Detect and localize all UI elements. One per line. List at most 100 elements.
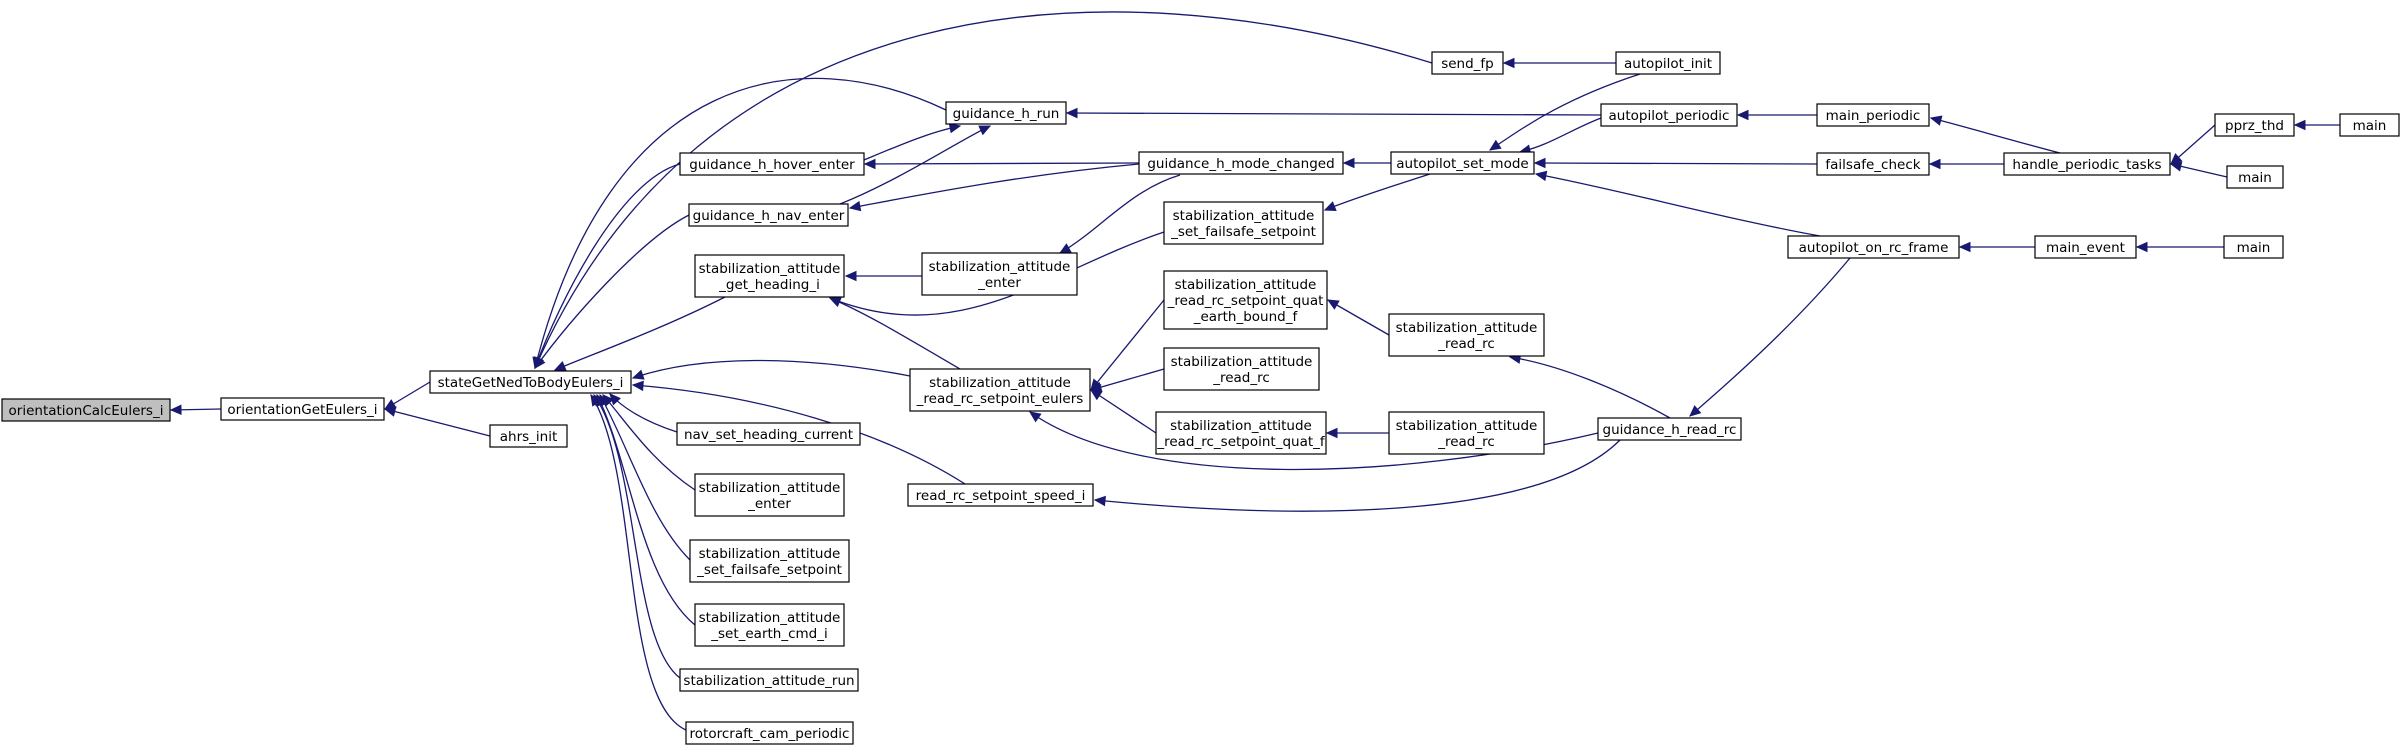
arrowhead bbox=[1029, 411, 1042, 423]
function-node-sa-read-rc-right-bottom[interactable]: stabilization_attitude_read_rc bbox=[1388, 411, 1545, 455]
edge-line bbox=[1535, 173, 1821, 237]
function-node-guidance-h-nav-enter[interactable]: guidance_h_nav_enter bbox=[688, 203, 849, 227]
node-box bbox=[2226, 165, 2284, 189]
function-node-read-rc-setpoint-speed-i[interactable]: read_rc_setpoint_speed_i bbox=[907, 483, 1094, 507]
edge-line bbox=[1489, 73, 1641, 151]
function-node-autopilot-periodic[interactable]: autopilot_periodic bbox=[1600, 103, 1738, 127]
node-label: handle_periodic_tasks bbox=[2012, 157, 2161, 173]
node-label: guidance_h_read_rc bbox=[1603, 422, 1737, 438]
function-node-orientationgeteulers-i[interactable]: orientationGetEulers_i bbox=[220, 397, 385, 421]
function-node-guidance-h-run[interactable]: guidance_h_run bbox=[945, 101, 1067, 125]
function-node-pprz-thd[interactable]: pprz_thd bbox=[2214, 113, 2295, 137]
node-label: _enter bbox=[977, 275, 1021, 291]
call-edge bbox=[1736, 109, 1817, 121]
call-edge bbox=[1689, 257, 1851, 417]
function-node-send-fp[interactable]: send_fp bbox=[1431, 51, 1504, 75]
node-label: autopilot_init bbox=[1624, 56, 1712, 72]
function-node-sa-set-failsafe-setpoint-mid[interactable]: stabilization_attitude_set_failsafe_setp… bbox=[1163, 201, 1324, 245]
node-box bbox=[1615, 51, 1721, 75]
function-node-sa-read-rc-setpoint-eulers[interactable]: stabilization_attitude_read_rc_setpoint_… bbox=[909, 368, 1091, 412]
arrowhead bbox=[631, 380, 644, 392]
node-label: _enter bbox=[747, 496, 791, 512]
function-node-orientationcalceulers-i[interactable]: orientationCalcEulers_i bbox=[1, 398, 171, 422]
node-box bbox=[688, 203, 849, 227]
function-node-rotorcraft-cam-periodic[interactable]: rotorcraft_cam_periodic bbox=[685, 721, 854, 745]
arrowhead bbox=[848, 200, 862, 212]
call-edge bbox=[553, 296, 726, 371]
function-node-sa-read-rc-setpoint-quat-f[interactable]: stabilization_attitude_read_rc_setpoint_… bbox=[1155, 411, 1327, 455]
node-box bbox=[921, 252, 1078, 296]
edge-line bbox=[590, 394, 687, 731]
edge-line bbox=[1059, 174, 1181, 254]
function-node-main-2[interactable]: main bbox=[2226, 165, 2284, 189]
node-box bbox=[685, 721, 854, 745]
function-node-main-1[interactable]: main bbox=[2339, 113, 2400, 137]
arrowhead bbox=[863, 158, 876, 170]
arrowhead bbox=[553, 361, 567, 371]
function-node-sa-read-rc-mid[interactable]: stabilization_attitude_read_rc bbox=[1163, 347, 1320, 391]
call-edge bbox=[1058, 174, 1181, 254]
function-node-sa-set-failsafe-setpoint-left[interactable]: stabilization_attitude_set_failsafe_setp… bbox=[689, 539, 850, 583]
node-label: orientationGetEulers_i bbox=[227, 402, 377, 418]
node-label: autopilot_periodic bbox=[1609, 108, 1730, 124]
node-label: guidance_h_run bbox=[953, 106, 1060, 122]
function-node-main-3[interactable]: main bbox=[2223, 235, 2284, 259]
node-label: guidance_h_nav_enter bbox=[693, 208, 845, 224]
function-node-main-event[interactable]: main_event bbox=[2034, 235, 2137, 259]
function-node-handle-periodic-tasks[interactable]: handle_periodic_tasks bbox=[2003, 152, 2171, 176]
function-node-sa-read-rc-right-top[interactable]: stabilization_attitude_read_rc bbox=[1388, 313, 1545, 357]
edge-line bbox=[602, 394, 696, 491]
function-node-autopilot-on-rc-frame[interactable]: autopilot_on_rc_frame bbox=[1787, 235, 1960, 259]
arrowhead bbox=[1488, 139, 1502, 151]
edge-line bbox=[829, 231, 1165, 316]
function-node-sa-enter-left[interactable]: stabilization_attitude_enter bbox=[694, 473, 845, 517]
function-node-main-periodic[interactable]: main_periodic bbox=[1816, 103, 1930, 127]
node-label: autopilot_on_rc_frame bbox=[1799, 240, 1949, 256]
arrowhead bbox=[1929, 115, 1943, 126]
call-edge bbox=[1518, 117, 1602, 155]
edge-line bbox=[1324, 173, 1431, 211]
call-edge bbox=[839, 125, 992, 205]
function-node-guidance-h-read-rc[interactable]: guidance_h_read_rc bbox=[1597, 417, 1742, 441]
function-node-sa-enter-mid[interactable]: stabilization_attitude_enter bbox=[921, 252, 1078, 296]
node-label: nav_set_heading_current bbox=[684, 427, 853, 443]
node-label: failsafe_check bbox=[1825, 157, 1920, 173]
call-edge bbox=[590, 393, 687, 731]
function-node-sa-set-earth-cmd-i[interactable]: stabilization_attitude_set_earth_cmd_i bbox=[694, 603, 845, 647]
function-node-sa-read-rc-setpoint-quat-earth-bound-f[interactable]: stabilization_attitude_read_rc_setpoint_… bbox=[1163, 270, 1328, 330]
node-label: ahrs_init bbox=[500, 429, 558, 445]
call-edge bbox=[1533, 157, 1818, 169]
node-label: read_rc_setpoint_speed_i bbox=[916, 488, 1086, 504]
function-node-autopilot-set-mode[interactable]: autopilot_set_mode bbox=[1390, 151, 1535, 175]
call-edge bbox=[828, 297, 961, 370]
function-node-guidance-h-mode-changed[interactable]: guidance_h_mode_changed bbox=[1138, 151, 1344, 175]
node-label: stabilization_attitude bbox=[699, 546, 841, 562]
call-edge bbox=[383, 381, 431, 410]
edge-line bbox=[1090, 368, 1165, 391]
node-box bbox=[1390, 151, 1535, 175]
arrowhead bbox=[590, 393, 602, 407]
node-label: main bbox=[2238, 170, 2272, 186]
function-node-stategetnedtobodyeulers-i[interactable]: stateGetNedToBodyEulers_i bbox=[429, 370, 632, 394]
node-label: _set_failsafe_setpoint bbox=[696, 562, 842, 578]
function-node-failsafe-check[interactable]: failsafe_check bbox=[1816, 152, 1930, 176]
node-label: stabilization_attitude bbox=[699, 610, 841, 626]
node-box bbox=[2223, 235, 2284, 259]
node-label: _get_heading_i bbox=[718, 277, 820, 293]
call-edge bbox=[609, 393, 678, 433]
node-box bbox=[429, 370, 632, 394]
function-node-nav-set-heading-current[interactable]: nav_set_heading_current bbox=[676, 422, 861, 446]
call-edge bbox=[1929, 115, 2061, 154]
function-node-sa-get-heading-i[interactable]: stabilization_attitude_get_heading_i bbox=[694, 254, 845, 298]
call-edge bbox=[1488, 73, 1641, 151]
function-node-ahrs-init[interactable]: ahrs_init bbox=[489, 424, 568, 448]
arrowhead bbox=[978, 125, 992, 136]
function-node-guidance-h-hover-enter[interactable]: guidance_h_hover_enter bbox=[679, 152, 865, 176]
node-label: autopilot_set_mode bbox=[1396, 156, 1528, 172]
edge-line bbox=[1509, 356, 1671, 419]
function-node-autopilot-init[interactable]: autopilot_init bbox=[1615, 51, 1721, 75]
function-node-stabilization-attitude-run[interactable]: stabilization_attitude_run bbox=[679, 668, 859, 692]
arrowhead bbox=[1342, 157, 1355, 169]
node-box bbox=[1816, 103, 1930, 127]
call-edge bbox=[1928, 158, 2004, 170]
